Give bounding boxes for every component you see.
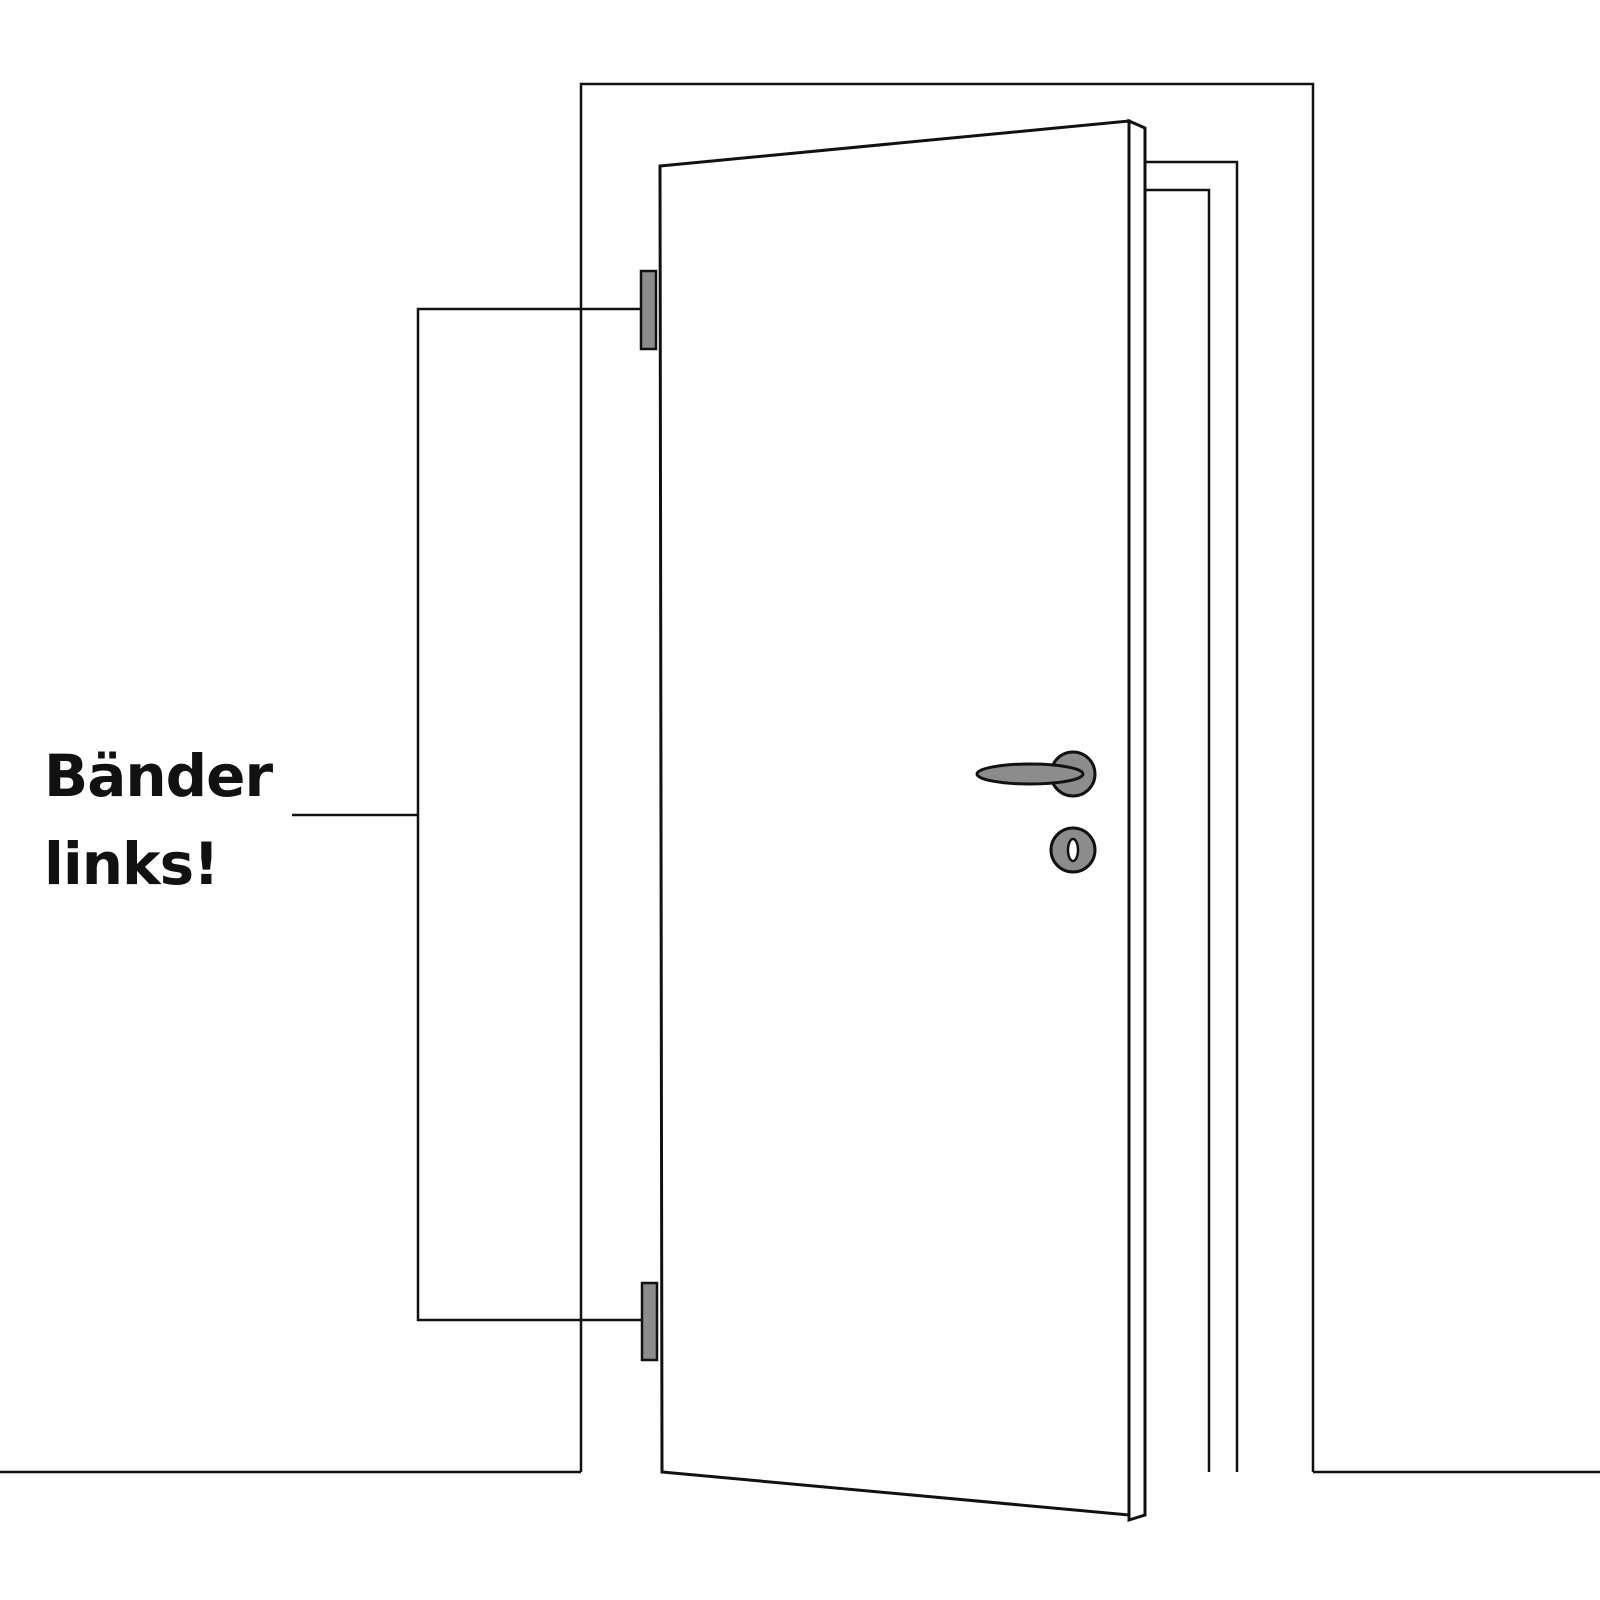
lower-hinge	[640, 1281, 659, 1362]
hinge-label-line-1: Bänder	[44, 742, 273, 810]
hinge-side-label: Bänder links!	[44, 732, 304, 908]
door-handle-icon	[975, 750, 1097, 798]
door-frame-rebate-outer	[1145, 160, 1239, 1472]
door-frame-rebate-inner	[1145, 188, 1211, 1472]
door-leaf	[658, 118, 1147, 1523]
handle-lever	[975, 762, 1085, 786]
keyhole-slot	[1066, 837, 1080, 863]
door-leaf-edge	[1127, 118, 1147, 1523]
hinge-label-line-2: links!	[44, 830, 220, 898]
door-frame-outer	[579, 82, 1315, 1472]
upper-hinge	[639, 269, 658, 351]
keyhole-icon	[1049, 826, 1097, 874]
callout-bracket	[416, 307, 642, 1322]
door-leaf-face	[658, 119, 1131, 1517]
